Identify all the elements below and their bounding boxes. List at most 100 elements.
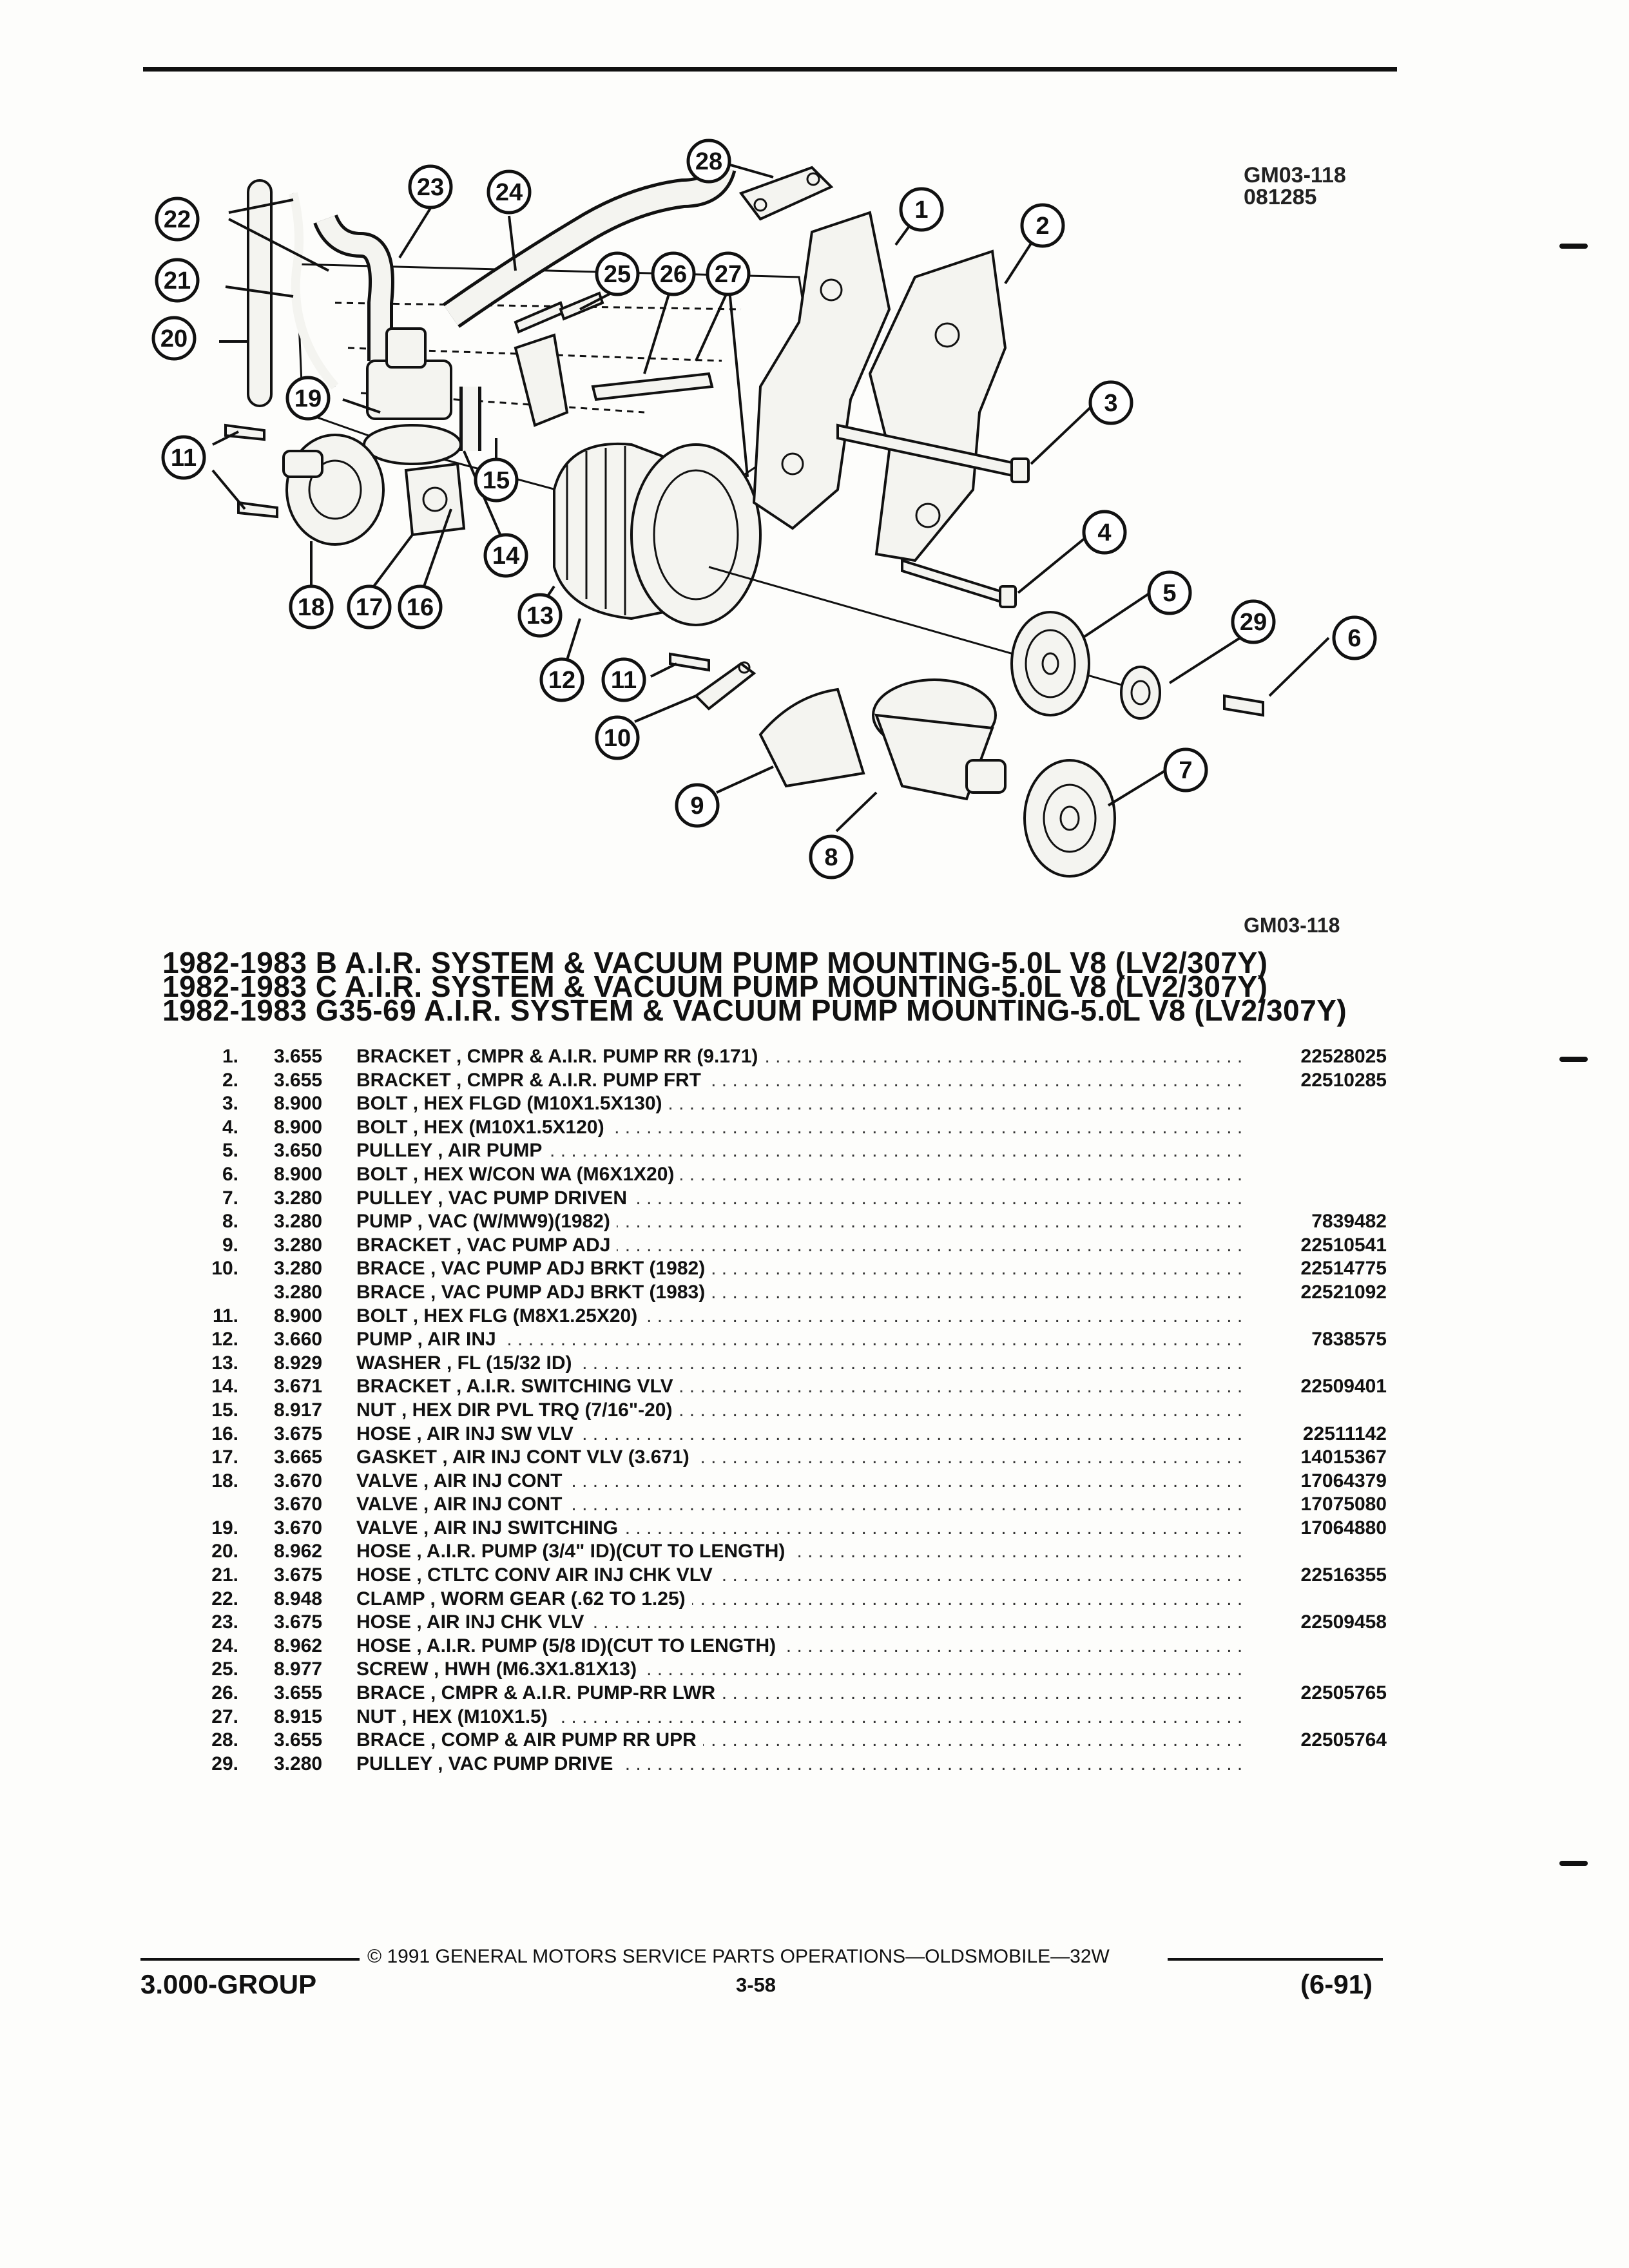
pulley-29: [1120, 666, 1161, 720]
group-number: 3.280: [274, 1281, 323, 1303]
part-description: HOSE , AIR INJ CHK VLV: [356, 1611, 1242, 1634]
part-number-index: 13.: [211, 1352, 238, 1374]
part-description: PULLEY , VAC PUMP DRIVE: [356, 1753, 1242, 1776]
callout-8: 8: [809, 834, 854, 879]
group-number: 3.655: [274, 1046, 323, 1067]
control-valve-18: [282, 434, 385, 546]
svg-text:23: 23: [417, 174, 444, 201]
top-rule: [143, 67, 1397, 72]
gasket-17: [404, 462, 466, 537]
callout-27: 27: [706, 251, 751, 296]
part-number-index: 3.: [222, 1093, 238, 1115]
callout-16: 16: [398, 584, 443, 629]
vacuum-pump-8: [872, 678, 1007, 801]
group-number: 8.962: [274, 1635, 323, 1657]
part-description: BOLT , HEX FLG (M8X1.25X20): [356, 1305, 1242, 1328]
svg-text:21: 21: [164, 267, 191, 294]
group-number: 8.962: [274, 1541, 323, 1562]
part-description: SCREW , HWH (M6.3X1.81X13): [356, 1658, 1242, 1681]
svg-text:11: 11: [171, 445, 197, 472]
svg-text:8: 8: [824, 844, 838, 871]
callout-29: 29: [1231, 599, 1276, 644]
figure-id-block: GM03-118 081285: [1244, 164, 1346, 208]
svg-text:10: 10: [604, 725, 631, 752]
footer-copyright: © 1991 GENERAL MOTORS SERVICE PARTS OPER…: [367, 1946, 1110, 1967]
part-description: HOSE , A.I.R. PUMP (5/8 ID)(CUT TO LENGT…: [356, 1635, 1242, 1658]
callout-23: 23: [408, 164, 453, 209]
bracket-2: [868, 249, 1007, 562]
part-description: PULLEY , AIR PUMP: [356, 1139, 1242, 1162]
part-number-index: 6.: [222, 1163, 238, 1185]
part-number-index: 28.: [211, 1729, 238, 1751]
bolt-6: [1223, 694, 1264, 717]
leader-lines: [211, 163, 1330, 832]
group-number: 3.675: [274, 1564, 323, 1586]
part-number-index: 14.: [211, 1376, 238, 1398]
margin-mark: [1559, 1861, 1588, 1866]
callout-3: 3: [1088, 380, 1133, 425]
part-number-index: 12.: [211, 1329, 238, 1350]
part-number-index: 21.: [211, 1564, 238, 1586]
group-number: 8.900: [274, 1116, 323, 1138]
svg-text:28: 28: [695, 148, 722, 175]
part-description: BRACE , VAC PUMP ADJ BRKT (1983): [356, 1281, 1242, 1304]
part-number-index: 29.: [211, 1753, 238, 1774]
group-number: 8.915: [274, 1706, 323, 1727]
air-pump-12: [553, 442, 762, 626]
page-number: 3-58: [736, 1974, 776, 1996]
svg-text:24: 24: [496, 179, 523, 206]
gm-part-number: 22505765: [1300, 1682, 1387, 1704]
callout-6: 6: [1332, 615, 1377, 660]
group-number: 8.917: [274, 1399, 323, 1421]
figure-id: GM03-118: [1244, 163, 1346, 187]
group-number: 3.655: [274, 1729, 323, 1751]
part-description: HOSE , A.I.R. PUMP (3/4" ID)(CUT TO LENG…: [356, 1540, 1242, 1563]
bracket-14: [514, 333, 569, 427]
footer-group: 3.000-GROUP: [140, 1969, 317, 1999]
svg-text:26: 26: [660, 261, 687, 288]
part-number-index: 9.: [222, 1234, 238, 1256]
callout-14: 14: [483, 533, 528, 578]
group-number: 3.655: [274, 1069, 323, 1091]
group-number: 3.655: [274, 1682, 323, 1704]
figure-date-code: 081285: [1244, 185, 1317, 209]
part-number-index: 4.: [222, 1116, 238, 1138]
svg-text:19: 19: [294, 385, 322, 412]
part-description: PUMP , VAC (W/MW9)(1982): [356, 1210, 1242, 1233]
gm-part-number: 22514775: [1300, 1258, 1387, 1280]
callout-10: 10: [595, 715, 640, 760]
footer-rule-right: [1168, 1958, 1383, 1961]
callout-25: 25: [595, 251, 640, 296]
svg-text:3: 3: [1104, 390, 1117, 417]
gm-part-number: 22505764: [1300, 1729, 1387, 1751]
gm-part-number: 22511142: [1302, 1423, 1387, 1445]
part-number-index: 16.: [211, 1423, 238, 1445]
part-description: BRACKET , CMPR & A.I.R. PUMP FRT: [356, 1069, 1242, 1092]
group-number: 8.948: [274, 1588, 323, 1610]
svg-text:5: 5: [1162, 580, 1176, 607]
svg-text:17: 17: [356, 594, 383, 621]
part-description: BOLT , HEX W/CON WA (M6X1X20): [356, 1163, 1242, 1186]
brace-26: [591, 372, 714, 401]
svg-text:25: 25: [604, 261, 631, 288]
callout-12: 12: [539, 657, 584, 702]
gm-part-number: 7838575: [1311, 1329, 1387, 1350]
part-description: NUT , HEX (M10X1.5): [356, 1706, 1242, 1729]
gm-part-number: 22510541: [1300, 1234, 1387, 1256]
svg-text:22: 22: [164, 206, 191, 233]
callout-15: 15: [474, 457, 519, 503]
part-description: HOSE , CTLTC CONV AIR INJ CHK VLV: [356, 1564, 1242, 1587]
part-number-index: 17.: [211, 1446, 238, 1468]
group-number: 3.670: [274, 1517, 323, 1539]
callout-18: 18: [289, 584, 334, 629]
exploded-parts-diagram: 1 2 3 4 5 6 7 8 9 10 11 11 12 13 14 15 1…: [151, 139, 1377, 879]
